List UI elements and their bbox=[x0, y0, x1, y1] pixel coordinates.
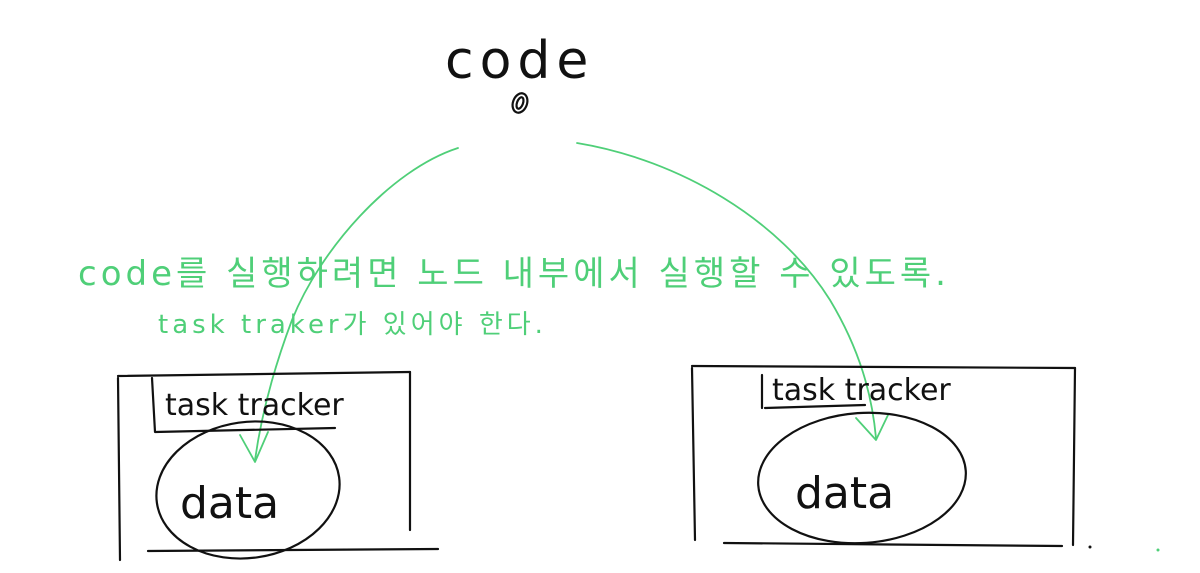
code-label: code bbox=[445, 31, 594, 91]
left-data-circle bbox=[155, 420, 341, 560]
right-data-circle bbox=[757, 411, 967, 545]
left-data-label: data bbox=[180, 478, 279, 529]
arrow-to-left-node bbox=[239, 147, 459, 463]
left-node-left-edge bbox=[116, 376, 122, 562]
right-tracker-label: task tracker bbox=[772, 373, 951, 408]
right-tracker-underline bbox=[763, 403, 867, 410]
right-node-top-edge bbox=[690, 364, 1077, 370]
arrow-to-right-node bbox=[576, 142, 889, 441]
right-node: task tracker data bbox=[690, 364, 1077, 548]
stray-dot-black bbox=[1088, 545, 1092, 549]
stray-dot-green bbox=[1156, 548, 1160, 552]
left-node: task tracker data bbox=[116, 370, 440, 562]
left-node-top-edge bbox=[116, 370, 412, 378]
left-node-bottom-edge bbox=[146, 547, 440, 553]
right-data-label: data bbox=[795, 468, 894, 519]
annotation-line-1: code를 실행하려면 노드 내부에서 실행할 수 있도록. bbox=[78, 254, 950, 294]
annotation-line-2: task traker가 있어야 한다. bbox=[158, 310, 547, 340]
left-tracker-box bbox=[150, 376, 337, 434]
right-node-right-edge bbox=[1071, 366, 1077, 547]
scribble-dot bbox=[511, 92, 529, 114]
right-node-left-edge bbox=[690, 366, 697, 542]
right-node-bottom-edge bbox=[722, 541, 1064, 548]
left-tracker-label: task tracker bbox=[165, 388, 344, 423]
